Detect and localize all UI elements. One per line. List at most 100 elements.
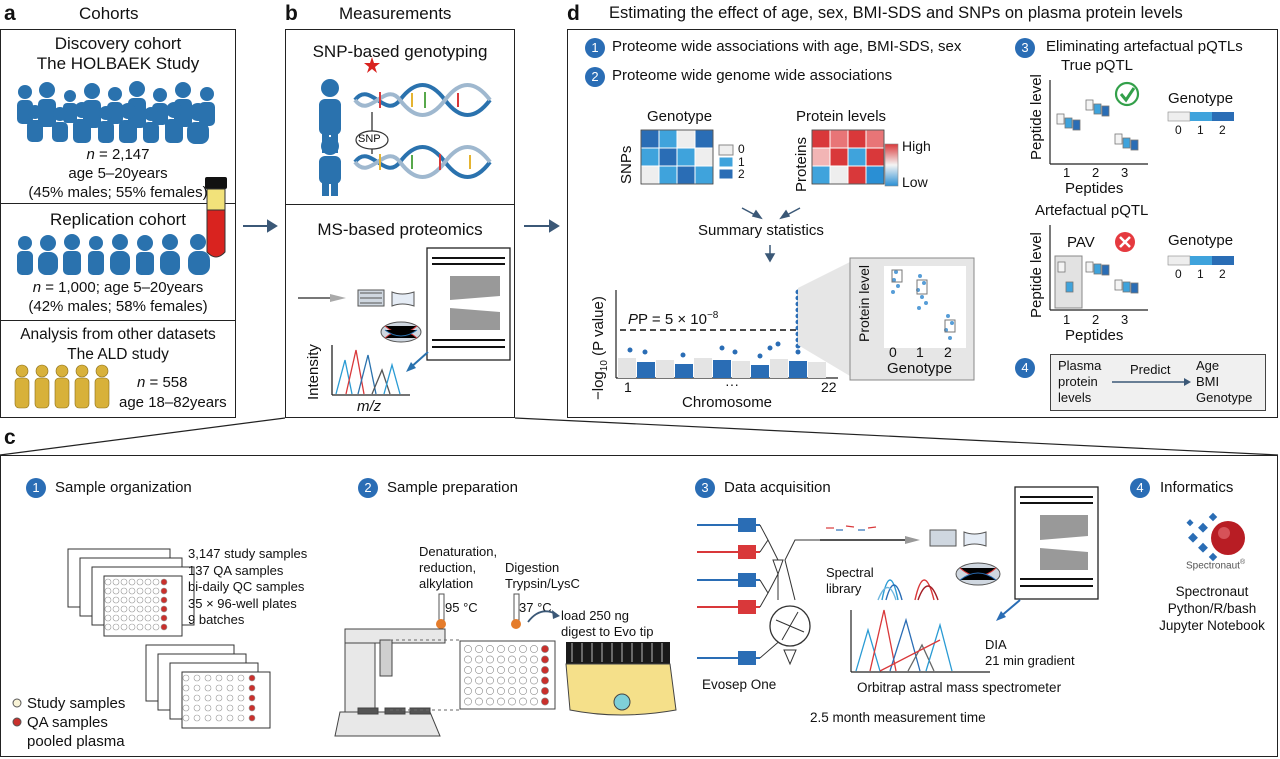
geno-legend-1: 1 — [738, 155, 745, 169]
summary-statistics: Summary statistics — [698, 222, 824, 239]
true-genotype-0: 0 — [1175, 123, 1182, 137]
c-step1-label: Sample organization — [55, 479, 192, 496]
panel-b-title: Measurements — [339, 4, 452, 23]
inset-x-axis: Genotype — [887, 360, 953, 377]
geno-legend-0: 0 — [738, 142, 745, 156]
evosep-label: Evosep One — [702, 677, 777, 692]
d-step1-label: Proteome wide associations with age, BMI… — [612, 38, 962, 55]
snp-title: SNP-based genotyping — [312, 42, 488, 61]
ald-age: age 18–82years — [119, 394, 227, 411]
true-genotype-2: 2 — [1219, 123, 1226, 137]
heat-high: High — [902, 138, 931, 154]
replication-title: Replication cohort — [49, 210, 187, 229]
legend-study: Study samples — [27, 695, 126, 712]
replication-sex: (42% males; 58% females) — [28, 298, 208, 315]
panel-d-letter: d — [567, 2, 580, 25]
inset-tick-2: 2 — [944, 344, 952, 360]
panel-d-title: Estimating the effect of age, sex, BMI-S… — [609, 4, 1183, 22]
heat-low: Low — [902, 174, 928, 190]
inset-tick-0: 0 — [889, 344, 897, 360]
art-genotype-2: 2 — [1219, 267, 1226, 281]
d-step2-badge: 2 — [585, 67, 605, 87]
temp-95: 95 °C — [445, 600, 478, 615]
c-step3-badge: 3 — [695, 478, 715, 498]
chrom-start: 1 — [624, 379, 632, 395]
c-step4-label: Informatics — [1160, 479, 1234, 496]
discovery-age: age 5–20years — [68, 165, 168, 182]
chrom-dots: ··· — [725, 376, 739, 392]
chromosome-axis: Chromosome — [682, 394, 773, 411]
panel-b-letter: b — [285, 2, 298, 25]
orbitrap-label: Orbitrap astral mass spectrometer — [857, 680, 1062, 695]
panel-a-letter: a — [4, 2, 16, 25]
true-pqtl: True pQTL — [1061, 57, 1133, 74]
predict-label: Predict — [1130, 362, 1171, 377]
d-step1-badge: 1 — [585, 38, 605, 58]
artefact-pqtl: Artefactual pQTL — [1035, 202, 1149, 219]
d-step3-label: Eliminating artefactual pQTLs — [1046, 38, 1243, 55]
pav-label: PAV — [1067, 234, 1095, 251]
art-genotype-0: 0 — [1175, 267, 1182, 281]
panel-a-title: Cohorts — [79, 4, 139, 23]
discovery-sex: (45% males; 55% females) — [28, 184, 208, 201]
c-step3-label: Data acquisition — [724, 479, 831, 496]
measurements-divider — [285, 204, 515, 205]
panel-c-letter: c — [4, 426, 16, 449]
d-step3-badge: 3 — [1015, 38, 1035, 58]
cohort-divider-2 — [0, 320, 236, 321]
cohort-divider-1 — [0, 203, 236, 204]
legend-pool: pooled plasma — [27, 733, 125, 750]
other-study: The ALD study — [67, 346, 169, 363]
true-peptide-2: 2 — [1092, 165, 1100, 180]
discovery-study: The HOLBAEK Study — [36, 54, 200, 73]
art-peptides-axis: Peptides — [1065, 327, 1124, 344]
art-peptide-2: 2 — [1092, 312, 1100, 327]
measurement-time: 2.5 month measurement time — [810, 710, 986, 725]
true-peptide-1: 1 — [1063, 165, 1071, 180]
art-genotype-1: 1 — [1197, 267, 1204, 281]
protein-heatmap-title: Protein levels — [796, 108, 887, 125]
d-step4-badge: 4 — [1015, 358, 1035, 378]
denaturation-text: Denaturation,reduction,alkylation — [419, 544, 498, 591]
geno-legend-2: 2 — [738, 167, 745, 181]
discovery-n: n = 2,147 — [86, 146, 150, 163]
art-peptide-1: 1 — [1063, 312, 1071, 327]
ms-title: MS-based proteomics — [317, 220, 483, 239]
true-genotype-title: Genotype — [1168, 90, 1234, 107]
inset-tick-1: 1 — [916, 344, 924, 360]
art-genotype-title: Genotype — [1168, 232, 1234, 249]
art-peptide-3: 3 — [1121, 312, 1129, 327]
legend-qa: QA samples — [27, 714, 108, 731]
genotype-heatmap-title: Genotype — [647, 108, 713, 125]
discovery-title: Discovery cohort — [54, 34, 182, 53]
snp-tag: SNP — [358, 133, 381, 145]
other-title: Analysis from other datasets — [20, 326, 216, 343]
threshold-label: PP = 5 × 10−8 — [628, 310, 719, 328]
c-step2-label: Sample preparation — [387, 479, 518, 496]
